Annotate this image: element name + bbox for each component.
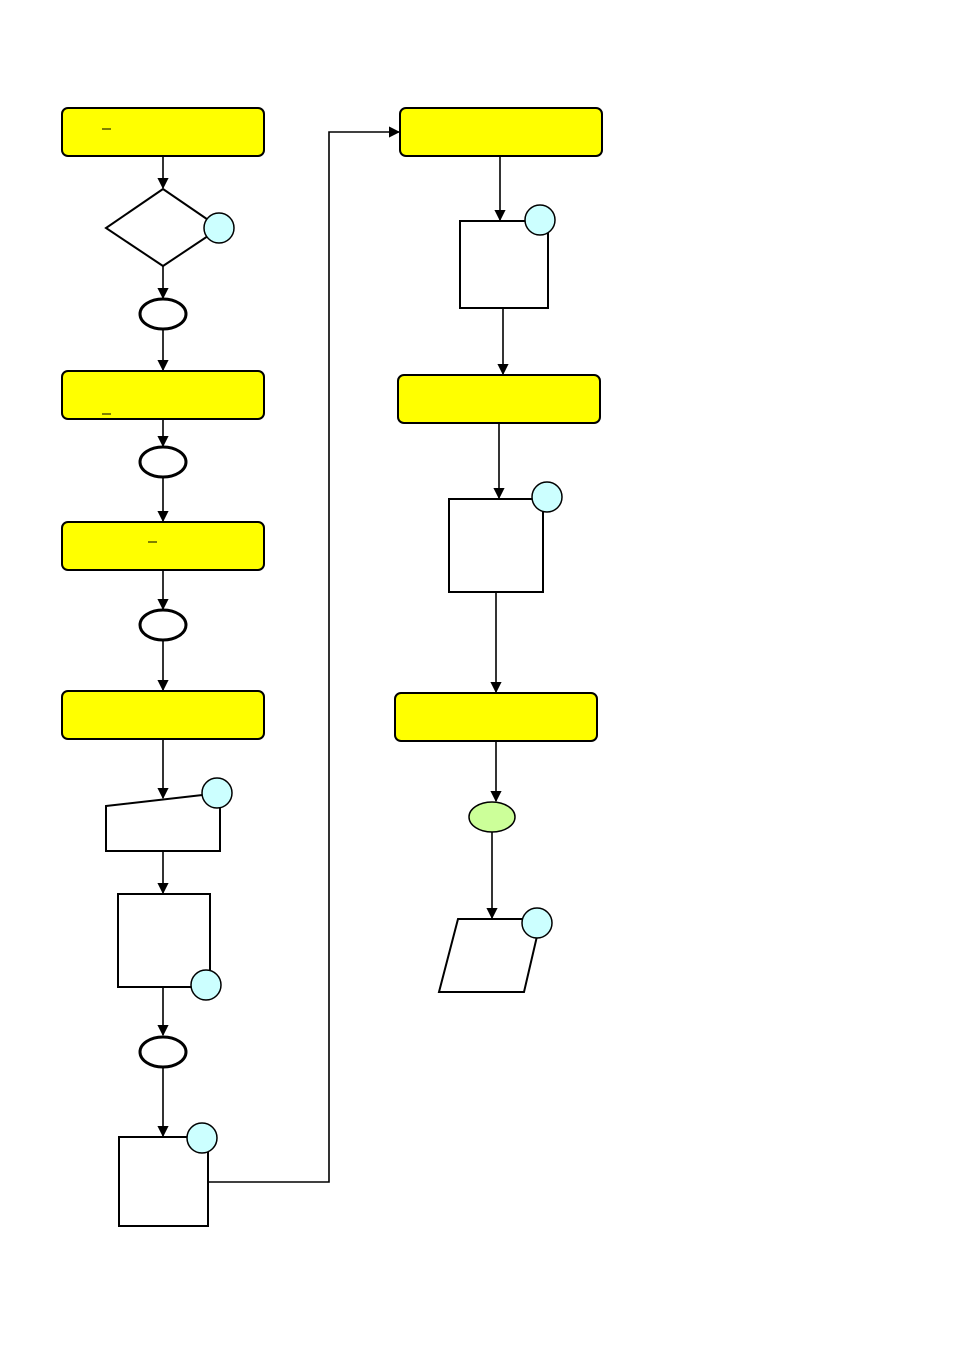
right-box-2: [448, 498, 544, 593]
left-process-2: [61, 370, 265, 420]
left-connector-1: [138, 297, 188, 331]
left-process-4: [61, 690, 265, 740]
right-process-3: [394, 692, 598, 742]
left-process-3: [61, 521, 265, 571]
right-box-1: [459, 220, 549, 309]
step-marker: [524, 204, 556, 236]
right-process-1: [399, 107, 603, 157]
right-process-2: [397, 374, 601, 424]
left-connector-3: [138, 608, 188, 642]
step-marker: [521, 907, 553, 939]
step-marker: [531, 481, 563, 513]
step-marker: [186, 1122, 218, 1154]
step-marker: [203, 212, 235, 244]
left-connector-4: [138, 1035, 188, 1069]
right-data-output: [437, 918, 543, 993]
step-marker: [201, 777, 233, 809]
left-manual-input: [105, 791, 221, 852]
left-box-1: [117, 893, 211, 988]
left-connector-2: [138, 445, 188, 479]
flow-arrow-column-link: [208, 126, 401, 1183]
right-terminal: [468, 801, 516, 833]
terminal-ellipse: [468, 801, 516, 833]
step-marker: [190, 969, 222, 1001]
left-decision: [104, 187, 222, 268]
left-process-1: [61, 107, 265, 157]
